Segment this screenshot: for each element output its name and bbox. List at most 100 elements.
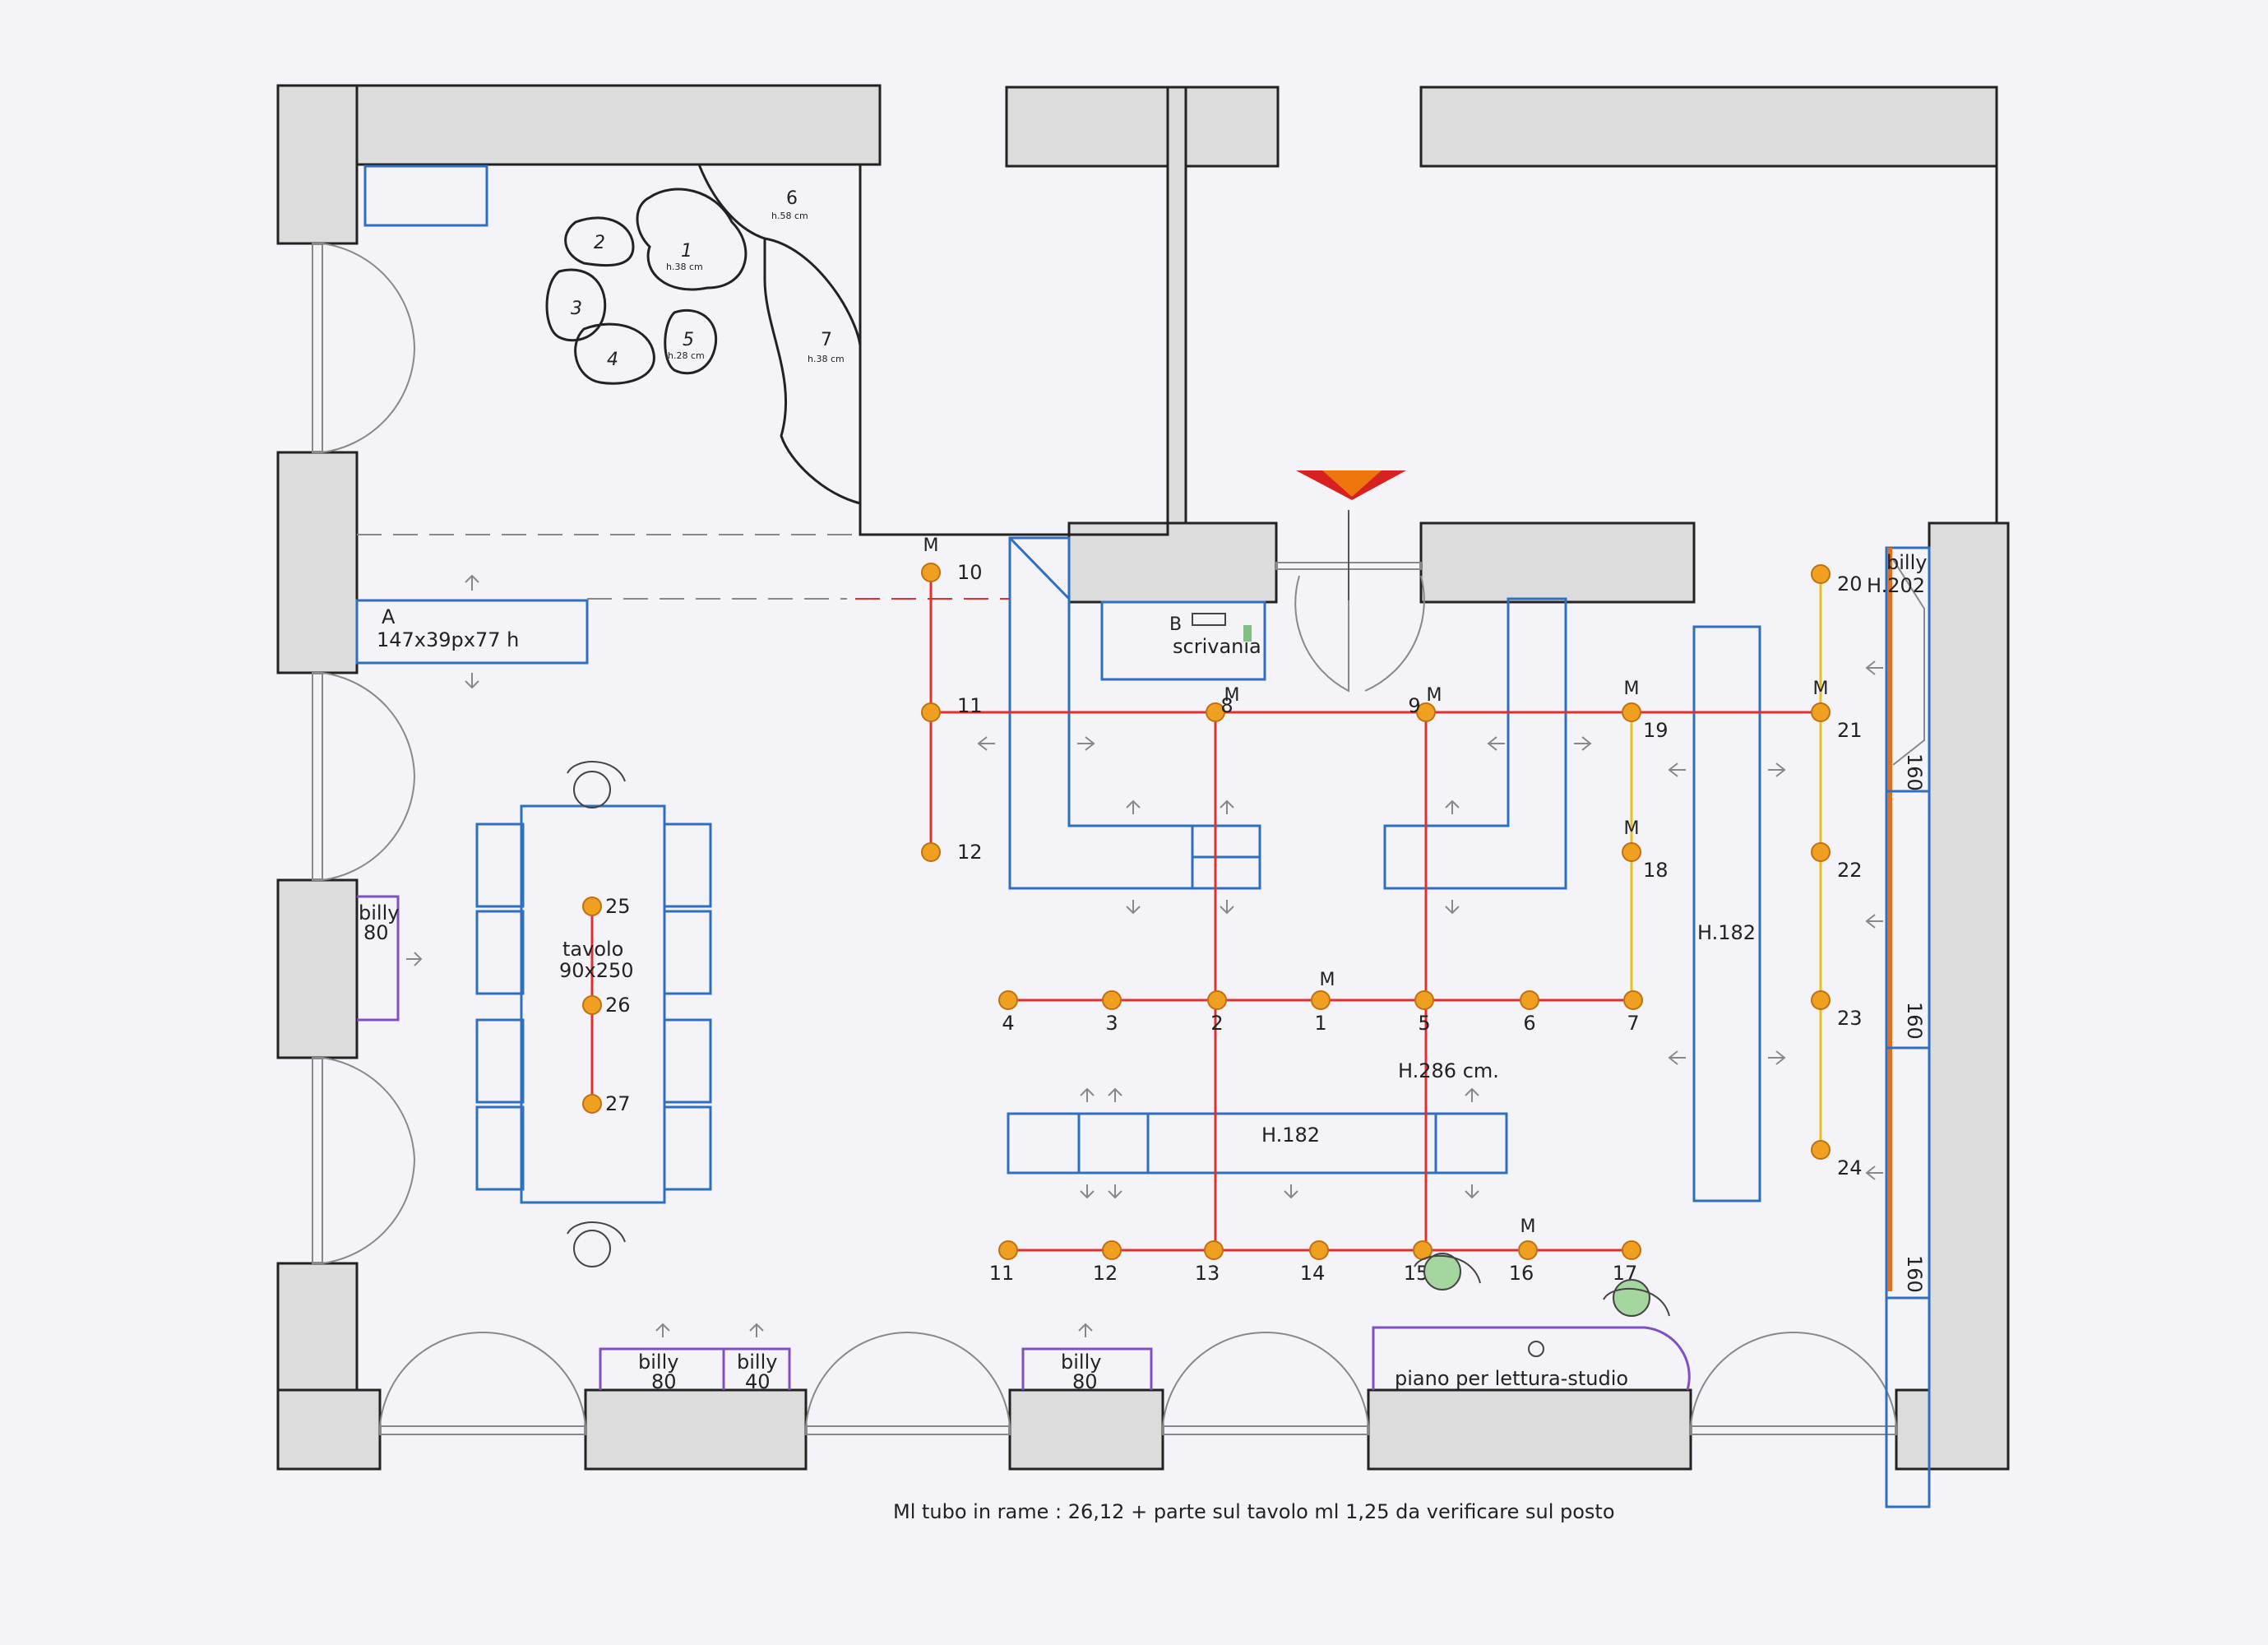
footer-note: Ml tubo in rame : 26,12 + parte sul tavo…	[893, 1500, 1615, 1523]
person-icon	[1613, 1279, 1650, 1317]
shelf-horizontal-h182	[1007, 1112, 1508, 1175]
lamp-number: 11	[989, 1262, 1015, 1285]
pouf-2	[564, 216, 635, 267]
person-icon	[1423, 1253, 1461, 1291]
lamp-icon	[1622, 842, 1641, 862]
reading-desk-label: piano per lettura-studio	[1395, 1367, 1628, 1390]
wall-left-pillar-2	[276, 878, 359, 1059]
billy-b2-width: 40	[745, 1370, 771, 1393]
lamp-number: 11	[957, 694, 983, 717]
lamp-icon	[1811, 564, 1831, 584]
lamp-icon	[1311, 990, 1331, 1010]
pouf-1-label: 1	[681, 241, 692, 262]
right-shelf-2: 160	[1903, 1002, 1926, 1040]
cabinet-top-left	[363, 164, 488, 227]
motor-mark: M	[1813, 679, 1829, 699]
shelf-horizontal-h182-label: H.182	[1261, 1124, 1320, 1147]
wall-left-pillar-1	[276, 451, 359, 674]
wall-bottom-seg-3	[1367, 1388, 1692, 1471]
pouf-1-height: h.38 cm	[666, 262, 703, 272]
pouf-5-label: 5	[683, 330, 694, 350]
billy-right-label: billy	[1886, 551, 1927, 574]
wall-mid-top-left	[1005, 86, 1280, 168]
ceiling-height: H.286 cm.	[1398, 1059, 1499, 1082]
window-left-3	[312, 1057, 323, 1264]
pouf-4-label: 4	[607, 350, 618, 370]
billy-right-height: H.202	[1867, 574, 1925, 597]
person-icon	[573, 1230, 611, 1267]
lamp-number: 27	[605, 1092, 631, 1115]
lamp-icon	[1309, 1240, 1329, 1260]
window-left-2	[312, 672, 323, 881]
lamp-icon	[1622, 1240, 1641, 1260]
lamp-number: 6	[1523, 1012, 1535, 1035]
move-arrows	[406, 574, 1883, 1337]
right-shelves	[1885, 546, 1931, 1508]
pouf-7-label: 7	[821, 330, 832, 350]
motor-mark: M	[1224, 685, 1240, 706]
lamp-icon	[1204, 1240, 1224, 1260]
upper-room-lines	[859, 164, 1998, 536]
lamp-icon	[1414, 990, 1434, 1010]
wall-interior-right	[1419, 521, 1696, 604]
desk-a-dims: 147x39px77 h	[377, 628, 519, 651]
lamp-number: 20	[1837, 572, 1863, 595]
lamp-number: 24	[1837, 1156, 1863, 1179]
wall-top-right	[1419, 86, 1998, 168]
lamp-number: 19	[1643, 719, 1669, 742]
pouf-7-height: h.38 cm	[808, 354, 845, 364]
desk-b	[1100, 600, 1266, 681]
pouf-3-label: 3	[571, 299, 582, 319]
billy-left-label: billy	[359, 901, 399, 924]
lamp-number: 12	[957, 841, 983, 864]
lamp-icon	[582, 995, 602, 1015]
window-left-1	[312, 243, 323, 453]
shelf-l-right	[1383, 597, 1567, 890]
lamp-icon	[1416, 702, 1436, 722]
billy-left-width: 80	[363, 921, 389, 944]
entrance-door	[1275, 510, 1425, 693]
table-dims: 90x250	[559, 959, 634, 982]
pouf-6-height: h.58 cm	[771, 211, 808, 221]
lamp-number: 1	[1314, 1012, 1326, 1035]
lamp-number: 14	[1300, 1262, 1326, 1285]
desk-a	[355, 599, 589, 665]
walls	[276, 84, 2010, 1471]
lamp-number: 18	[1643, 859, 1669, 882]
table-name: tavolo	[562, 938, 623, 961]
motor-mark: M	[1624, 679, 1640, 699]
lamp-icon	[1811, 842, 1831, 862]
wall-bottom-left	[276, 1388, 382, 1471]
lamp-number: 16	[1509, 1262, 1534, 1285]
shelf-vertical-h182	[1692, 625, 1761, 1202]
lamp-number: 5	[1418, 1012, 1430, 1035]
table	[520, 804, 666, 1204]
lamp-number: 8	[1220, 694, 1233, 717]
lamp-number: 10	[957, 561, 983, 584]
wall-mid-stem	[1166, 86, 1187, 525]
lamp-icon	[1206, 702, 1225, 722]
motor-mark: M	[1624, 818, 1640, 839]
pouf-6-label: 6	[786, 188, 798, 209]
lamp-icon	[921, 842, 941, 862]
billy-b2-label: billy	[737, 1351, 777, 1374]
shelf-vertical-h182-label: H.182	[1697, 921, 1756, 944]
billy-shelves	[357, 895, 1691, 1391]
wall-interior-left	[1067, 521, 1278, 604]
poufs	[545, 164, 862, 505]
lamp-number: 21	[1837, 719, 1863, 742]
lamp-icon	[921, 563, 941, 582]
right-shelf-1: 160	[1903, 753, 1926, 791]
lamp-icon	[1518, 1240, 1538, 1260]
wall-bottom-seg-1	[584, 1388, 808, 1471]
motor-mark: M	[923, 535, 939, 556]
lamp-number: 23	[1837, 1007, 1863, 1030]
lamp-icon	[998, 990, 1018, 1010]
wall-bottom-seg-2	[1008, 1388, 1164, 1471]
person-icon	[573, 771, 611, 809]
motor-mark: M	[1520, 1216, 1536, 1237]
lamp-icon	[998, 1240, 1018, 1260]
lamp-number: 26	[605, 994, 631, 1017]
pouf-7	[763, 237, 862, 505]
